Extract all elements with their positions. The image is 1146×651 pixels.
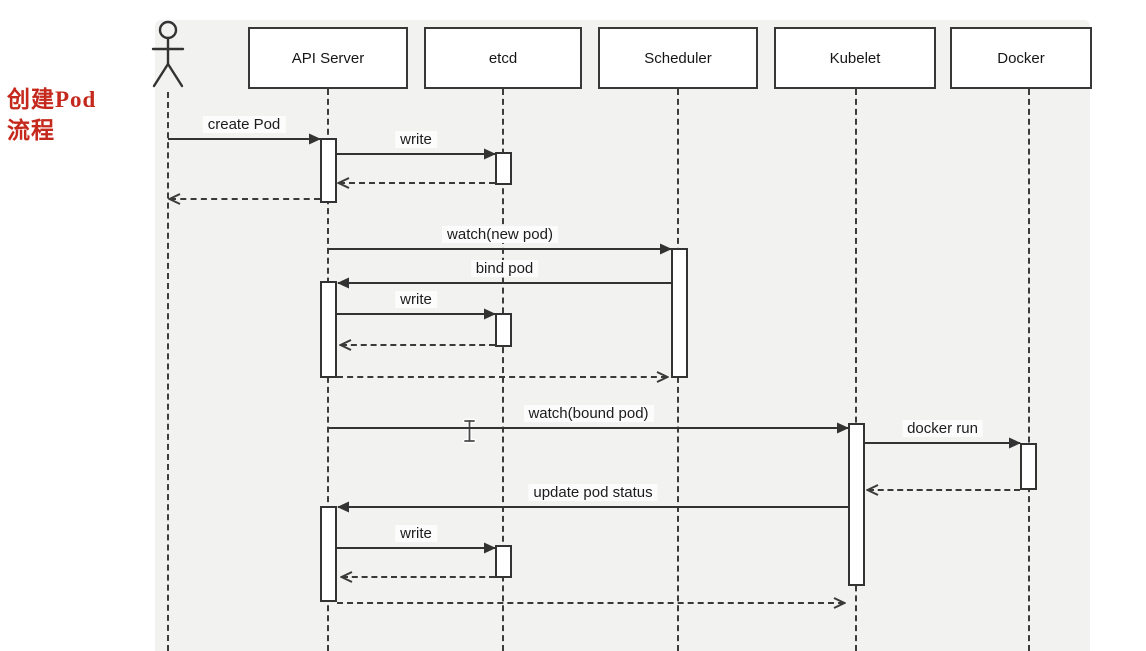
solid-line (329, 248, 671, 250)
open-arrowhead-icon (656, 371, 669, 383)
diagram-title-line1: 创建Pod (7, 87, 97, 112)
activation-bar-scheduler (671, 248, 688, 378)
participant-label: API Server (291, 49, 365, 67)
message-label: docker run (902, 420, 983, 437)
dashed-line (337, 376, 667, 378)
participant-box-api-server: API Server (248, 27, 408, 89)
solid-line (329, 427, 848, 429)
actor-icon (151, 20, 185, 88)
open-arrowhead-icon (337, 177, 350, 189)
lifeline-docker (1028, 89, 1030, 651)
solid-line (168, 138, 320, 140)
lifeline-etcd (502, 89, 504, 651)
solid-line (338, 282, 671, 284)
activation-bar-etcd (495, 152, 512, 185)
activation-bar-docker (1020, 443, 1037, 490)
filled-arrowhead-icon (484, 308, 496, 320)
activation-bar-etcd (495, 545, 512, 578)
solid-line (337, 153, 495, 155)
message-label: watch(bound pod) (523, 405, 654, 422)
participant-box-docker: Docker (950, 27, 1092, 89)
filled-arrowhead-icon (309, 133, 321, 145)
activation-bar-api-server (320, 138, 337, 203)
participant-box-kubelet: Kubelet (774, 27, 936, 89)
diagram-title-annotation: 创建Pod 流程 (7, 84, 96, 146)
dashed-line (337, 602, 844, 604)
diagram-title-line2: 流程 (7, 118, 55, 143)
solid-line (865, 442, 1020, 444)
participant-label: Kubelet (829, 49, 881, 67)
open-arrowhead-icon (866, 484, 879, 496)
participant-label: Scheduler (644, 49, 712, 67)
message-label: write (395, 525, 437, 542)
filled-arrowhead-icon (484, 542, 496, 554)
dashed-line (341, 344, 495, 346)
message-label: write (395, 291, 437, 308)
filled-arrowhead-icon (1009, 437, 1021, 449)
activation-bar-api-server (320, 506, 337, 602)
message-label: create Pod (202, 116, 286, 133)
activation-bar-etcd (495, 313, 512, 347)
activation-bar-api-server (320, 281, 337, 378)
solid-line (338, 506, 848, 508)
message-label: bind pod (470, 260, 539, 277)
text-cursor-ibeam-icon (462, 418, 477, 444)
participant-label: etcd (488, 49, 518, 67)
message-label: watch(new pod) (442, 226, 558, 243)
participant-label: Docker (997, 49, 1045, 67)
message-label: write (395, 131, 437, 148)
diagram-canvas (155, 20, 1090, 651)
dashed-line (868, 489, 1020, 491)
lifeline-kubelet (855, 89, 857, 651)
open-arrowhead-icon (340, 571, 353, 583)
solid-line (337, 547, 495, 549)
activation-bar-kubelet (848, 423, 865, 586)
dashed-line (170, 198, 320, 200)
dashed-line (339, 182, 495, 184)
filled-arrowhead-icon (660, 243, 672, 255)
open-arrowhead-icon (168, 193, 181, 205)
filled-arrowhead-icon (484, 148, 496, 160)
message-label: update pod status (528, 484, 658, 501)
filled-arrowhead-icon (337, 501, 349, 513)
solid-line (337, 313, 495, 315)
dashed-line (342, 576, 495, 578)
participant-box-etcd: etcd (424, 27, 582, 89)
participant-box-scheduler: Scheduler (598, 27, 758, 89)
open-arrowhead-icon (833, 597, 846, 609)
open-arrowhead-icon (339, 339, 352, 351)
lifeline-actor (167, 92, 169, 651)
filled-arrowhead-icon (337, 277, 349, 289)
filled-arrowhead-icon (837, 422, 849, 434)
